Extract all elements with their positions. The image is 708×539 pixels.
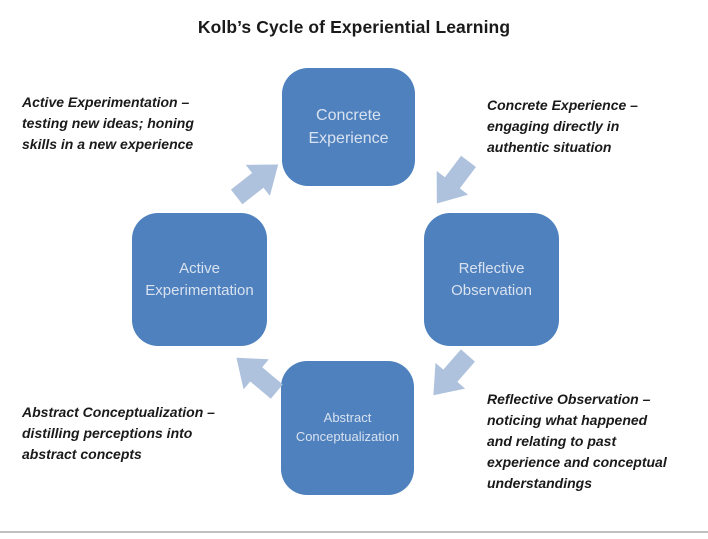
annotation-concrete-experience: Concrete Experience – engaging directly … bbox=[487, 97, 638, 155]
arrow-shape bbox=[236, 357, 283, 399]
node-abstract-conceptualization-label: Abstract Conceptualization bbox=[295, 410, 400, 444]
annotation-reflective-observation: Reflective Observation – noticing what h… bbox=[487, 391, 667, 491]
node-concrete-experience-label: Concrete Experience bbox=[308, 106, 389, 147]
arrow-shape bbox=[230, 164, 279, 205]
node-abstract-conceptualization: Abstract Conceptualization bbox=[281, 361, 414, 495]
arrow-active-to-concrete-icon bbox=[230, 164, 279, 205]
node-reflective-observation-label: Reflective Observation bbox=[451, 259, 532, 299]
diagram-title: Kolb’s Cycle of Experiential Learning bbox=[197, 17, 511, 37]
bottom-divider-line bbox=[0, 531, 708, 533]
arrow-shape bbox=[433, 349, 475, 396]
node-active-experimentation: Active Experimentation bbox=[132, 213, 267, 346]
node-concrete-experience: Concrete Experience bbox=[282, 68, 415, 186]
node-active-experimentation-label: Active Experimentation bbox=[145, 259, 254, 299]
annotation-abstract-conceptualization: Abstract Conceptualization – distilling … bbox=[22, 404, 215, 462]
arrow-abstract-to-active-icon bbox=[236, 357, 283, 399]
annotation-active-experimentation: Active Experimentation – testing new ide… bbox=[22, 94, 194, 152]
arrow-shape bbox=[436, 155, 476, 204]
node-reflective-observation: Reflective Observation bbox=[424, 213, 559, 346]
arrow-reflective-to-abstract-icon bbox=[433, 349, 475, 396]
arrow-concrete-to-reflective-icon bbox=[436, 155, 476, 204]
